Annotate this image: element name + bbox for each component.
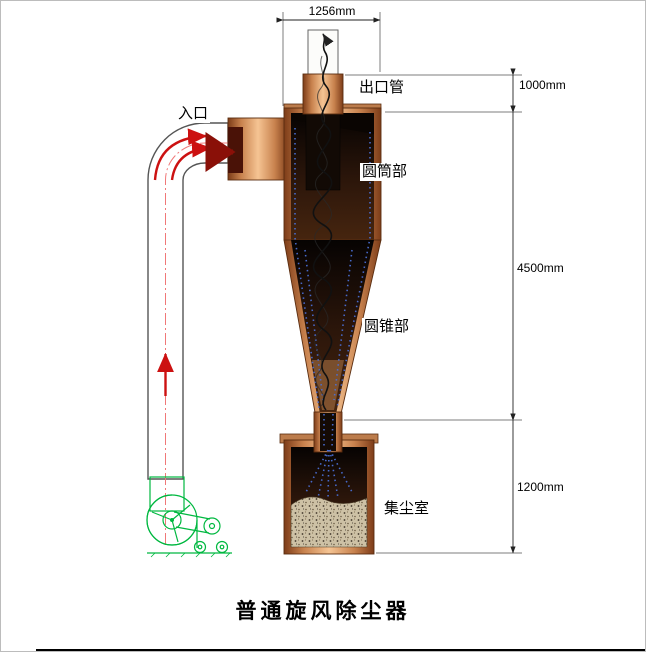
screenshot-bottom-edge [36,649,646,652]
label-dust-chamber: 集尘室 [382,500,432,518]
cone-interior [291,240,374,414]
diagram-title: 普通旋风除尘器 [235,600,411,623]
dust-pile [290,496,368,548]
dimension-top-width: 1256mm [296,4,368,18]
inlet-duct [147,122,232,548]
label-cone-section: 圆锥部 [362,318,412,336]
cyclone-body [227,29,382,555]
spiral-airflow [312,33,334,411]
fan-blower-drawing [146,476,232,558]
dimension-outlet-height: 1000mm [518,78,567,92]
neck-interior [320,413,336,451]
label-inlet: 入口 [176,105,211,123]
flow-arrows [153,128,236,396]
dimension-lines [276,12,522,554]
dimension-body-height: 4500mm [516,261,565,275]
label-cylinder-section: 圆筒部 [360,163,410,181]
label-outlet-pipe: 出口管 [357,79,407,97]
dimension-chamber-height: 1200mm [516,480,565,494]
outlet-tube-top [307,29,339,79]
